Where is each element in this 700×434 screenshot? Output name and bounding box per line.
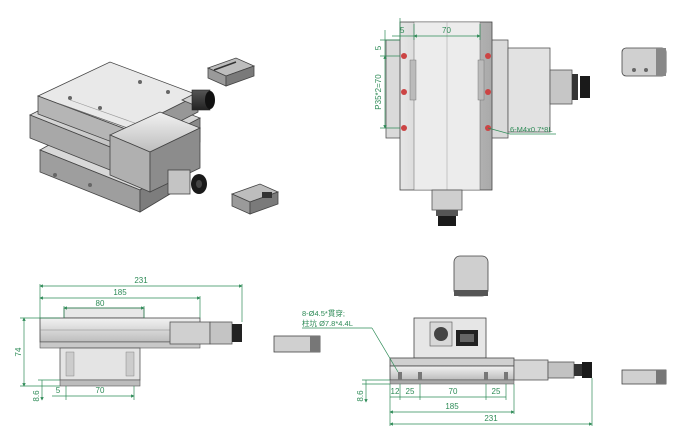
- front-dim-overall: 231: [134, 276, 148, 285]
- side-view: 8-Ø4.5*貫穿; 柱坑 Ø7.8*4.4L 8.6 12 25 70 25 …: [302, 255, 667, 426]
- top-dim-vmargin: 5: [374, 45, 383, 50]
- front-dim-table: 80: [96, 299, 105, 308]
- front-dim-height: 74: [14, 347, 23, 356]
- side-dim-d4: 25: [492, 387, 501, 396]
- top-dim-pitch: P35*2=70: [374, 74, 383, 110]
- front-view: 231 185 80 74 8.6 5 70: [14, 276, 321, 402]
- front-dim-holespan: 70: [96, 386, 105, 395]
- side-dim-d2: 25: [406, 387, 415, 396]
- side-dim-body: 185: [445, 402, 459, 411]
- side-callout-line2: 柱坑 Ø7.8*4.4L: [302, 318, 353, 328]
- front-dim-base: 8.6: [32, 390, 41, 402]
- side-callout-line1: 8-Ø4.5*貫穿;: [302, 308, 345, 318]
- top-dim-width: 70: [442, 26, 451, 35]
- top-dim-margin: 5: [400, 26, 405, 35]
- isometric-view: [29, 57, 280, 215]
- front-dim-body: 185: [113, 288, 127, 297]
- side-dim-overall: 231: [484, 414, 498, 423]
- top-callout: 6-M4x0.7*8L: [510, 125, 553, 134]
- side-dim-height: 8.6: [356, 390, 365, 402]
- side-dim-d3: 70: [449, 387, 458, 396]
- top-view: 5 70 5 P35*2=70 6-M4x0.7*8L: [374, 18, 667, 226]
- front-dim-offset: 5: [56, 386, 61, 395]
- side-dim-d1: 12: [391, 387, 400, 396]
